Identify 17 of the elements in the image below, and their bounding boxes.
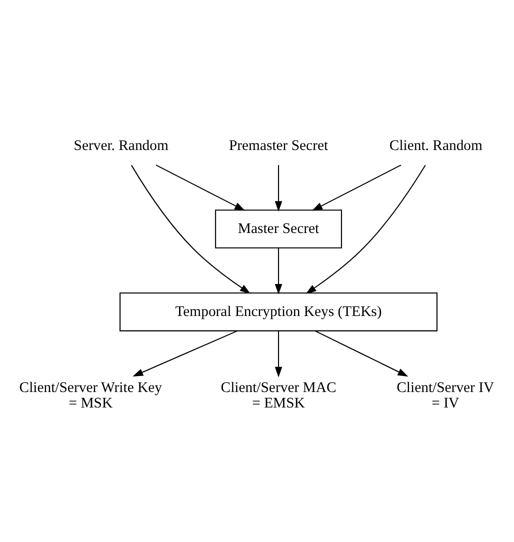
arrow: [274, 164, 282, 212]
node-text: Client/Server Write Key = MSK: [19, 379, 162, 412]
node-text: Premaster Secret: [228, 137, 328, 154]
arrow: [312, 164, 402, 210]
arrow: [132, 330, 238, 376]
arrow: [130, 164, 250, 294]
node-text: Client/Server IV = IV: [396, 379, 494, 412]
node-text: Server. Random: [74, 137, 168, 154]
node-text: Client. Random: [389, 137, 482, 154]
arrow: [314, 330, 408, 376]
arrow: [274, 247, 282, 294]
node-text: Client/Server MAC = EMSK: [220, 379, 336, 412]
arrow: [156, 164, 246, 210]
node-box: Temporal Encryption Keys (TEKs): [120, 292, 438, 331]
arrow: [306, 164, 426, 294]
node-box: Master Secret: [215, 209, 342, 248]
arrow: [274, 330, 282, 377]
